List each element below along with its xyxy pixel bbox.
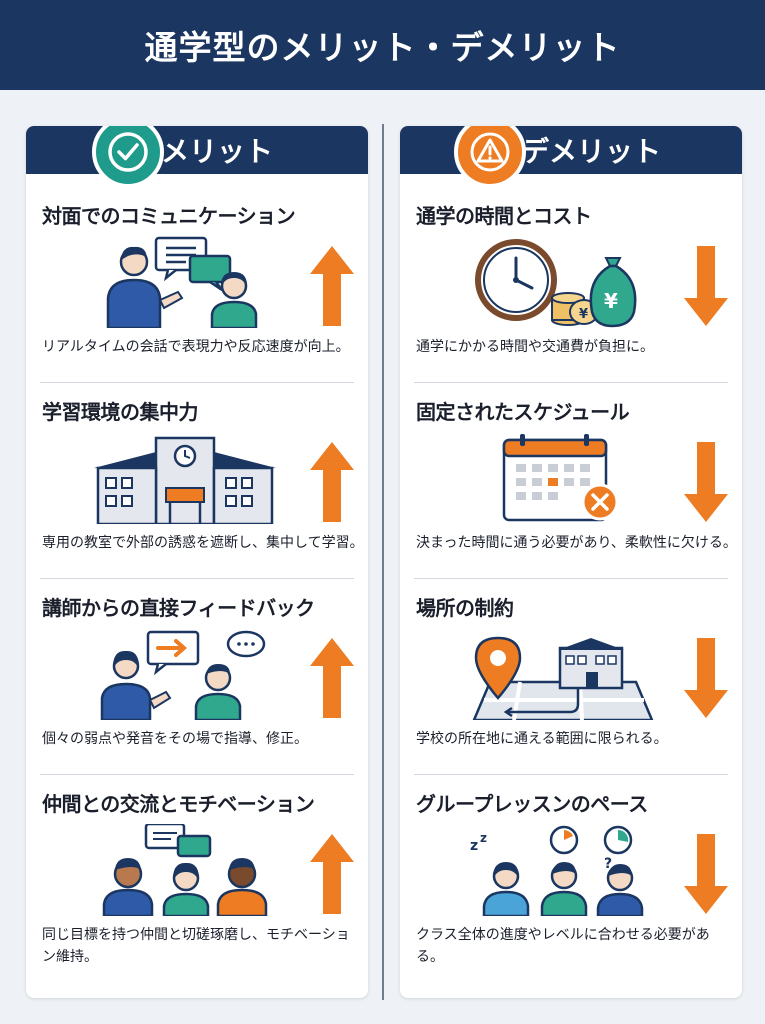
separator	[40, 774, 354, 775]
clock-money-icon: ¥ ¥	[475, 239, 637, 328]
up-arrow-icon	[310, 834, 354, 914]
merit-title: 講師からの直接フィードバック	[42, 596, 315, 620]
check-circle-icon	[92, 126, 164, 188]
page-title: 通学型のメリット・デメリット	[144, 28, 621, 67]
merits-header: メリット	[26, 126, 368, 188]
separator	[414, 774, 728, 775]
separator	[414, 578, 728, 579]
up-arrow-icon	[310, 246, 354, 326]
down-arrow-icon	[684, 834, 728, 914]
merit-description: 個々の弱点や発音をその場で指導、修正。	[42, 731, 308, 747]
demerit-description: 学校の所在地に通える範囲に限られる。	[416, 731, 668, 747]
merits-heading: メリット	[160, 135, 273, 168]
separator	[40, 382, 354, 383]
merit-title: 対面でのコミュニケーション	[42, 204, 296, 228]
school-building-icon	[94, 436, 276, 524]
up-arrow-icon	[310, 442, 354, 522]
merit-description: リアルタイムの会話で表現力や反応速度が向上。	[42, 339, 350, 355]
teacher-feedback-icon	[100, 630, 266, 720]
map-location-icon	[472, 636, 654, 720]
demerit-item: 通学の時間とコスト ¥ ¥ 通学にかかる時間や交通費が負担に。	[400, 174, 742, 370]
merit-item: 講師からの直接フィードバック 個々の弱点や発音をその場で指導、修正。	[26, 566, 368, 762]
demerit-description: クラス全体の進度やレベルに合わせる必要がある。	[416, 927, 710, 965]
svg-text:z: z	[480, 831, 487, 845]
warning-icon	[454, 126, 526, 188]
demerit-item: 固定されたスケジュール 決まった時間に通う必要があり、柔軟性に欠ける。	[400, 370, 742, 566]
separator	[40, 578, 354, 579]
separator	[414, 382, 728, 383]
merits-panel: メリット 対面でのコミュニケーション リアルタイムの会話で表現力や反応速度が向上…	[26, 126, 368, 998]
demerit-title: 場所の制約	[416, 596, 514, 620]
demerit-title: 通学の時間とコスト	[416, 204, 592, 228]
merit-title: 仲間との交流とモチベーション	[42, 792, 315, 816]
group-pace-icon: z z ?	[470, 825, 644, 916]
demerit-description: 決まった時間に通う必要があり、柔軟性に欠ける。	[416, 535, 737, 551]
down-arrow-icon	[684, 638, 728, 718]
demerit-description: 通学にかかる時間や交通費が負担に。	[416, 339, 654, 355]
demerit-title: 固定されたスケジュール	[416, 400, 630, 424]
merit-item: 対面でのコミュニケーション リアルタイムの会話で表現力や反応速度が向上。	[26, 174, 368, 370]
demerits-heading: デメリット	[520, 135, 661, 168]
calendar-cancel-icon	[502, 434, 619, 522]
demerits-header: デメリット	[400, 126, 742, 188]
merit-title: 学習環境の集中力	[42, 400, 199, 424]
peer-group-icon	[102, 824, 268, 916]
header-banner: 通学型のメリット・デメリット	[0, 0, 765, 90]
demerit-title: グループレッスンのペース	[416, 792, 648, 816]
down-arrow-icon	[684, 442, 728, 522]
up-arrow-icon	[310, 638, 354, 718]
svg-text:?: ?	[604, 856, 612, 872]
svg-text:z: z	[470, 838, 478, 854]
center-divider	[382, 124, 384, 1000]
demerit-item: グループレッスンのペース z z ? クラス全体の進度やレベルに合わせる必要があ…	[400, 762, 742, 965]
conversation-people-icon	[106, 236, 258, 328]
demerits-panel: デメリット 通学の時間とコスト ¥ ¥ 通学にかかる時間や交通費が負担に。 固定…	[400, 126, 742, 998]
merit-item: 学習環境の集中力 専用の教室で外部の誘惑を遮断し、集中して学習。	[26, 370, 368, 566]
down-arrow-icon	[684, 246, 728, 326]
svg-text:¥: ¥	[604, 289, 618, 313]
merit-description: 同じ目標を持つ仲間と切磋琢磨し、モチベーション維持。	[42, 927, 350, 965]
svg-text:¥: ¥	[579, 307, 588, 322]
merit-item: 仲間との交流とモチベーション 同じ目標を持つ仲間と切磋琢磨し、モチベーション維持…	[26, 762, 368, 965]
merit-description: 専用の教室で外部の誘惑を遮断し、集中して学習。	[42, 535, 364, 551]
demerit-item: 場所の制約 学校の所在地に通える範囲に限られる。	[400, 566, 742, 762]
